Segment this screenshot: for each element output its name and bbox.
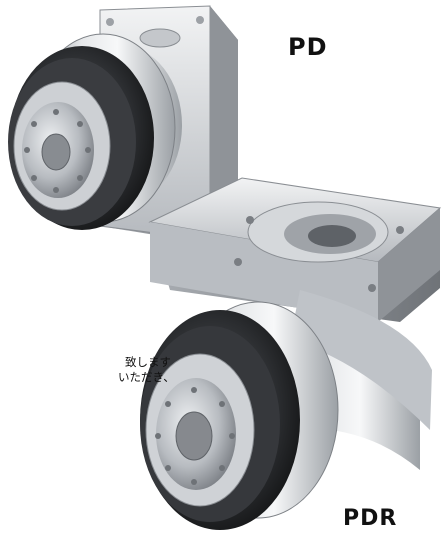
pd-model-label: PD	[288, 33, 328, 61]
partial-text-line-1: 致します。	[125, 355, 170, 369]
pdr-model-label: PDR	[343, 506, 398, 531]
partial-text-line-2: いただき、	[118, 370, 170, 384]
pd-gearbox	[8, 5, 238, 244]
pdr-gearbox	[140, 177, 442, 530]
partial-description-text: 致します。 いただき、	[0, 355, 170, 385]
